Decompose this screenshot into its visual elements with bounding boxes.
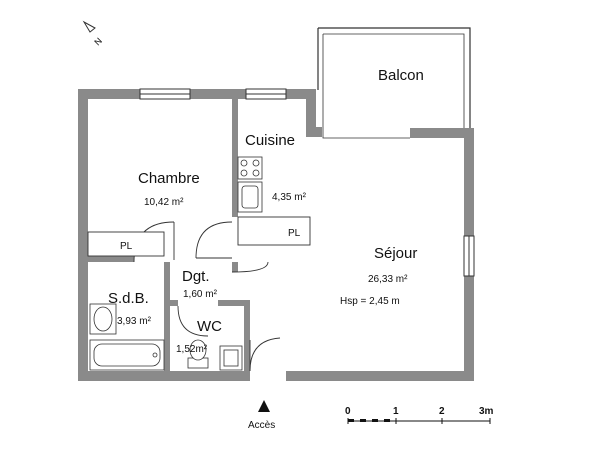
toilet-bowl [189, 339, 207, 361]
closet-chambre-label: PL [120, 241, 133, 252]
room-dgt-name: Dgt. [182, 268, 210, 285]
north-arrow: N [82, 20, 104, 48]
bathroom-fixtures [89, 303, 165, 371]
room-sejour-height: Hsp = 2,45 m [340, 296, 400, 307]
interior-walls [88, 99, 250, 371]
doors [133, 221, 281, 372]
room-balcon-name: Balcon [378, 67, 424, 84]
exterior-walls [78, 89, 474, 381]
room-cuisine-area: 4,35 m² [272, 192, 307, 203]
closet-sejour-label: PL [288, 228, 301, 239]
balcony [317, 27, 471, 139]
room-wc-area: 1,52m² [176, 344, 208, 355]
closet-chambre [87, 231, 165, 257]
room-sdb-area: 3,93 m² [117, 316, 152, 327]
room-cuisine-name: Cuisine [245, 132, 295, 149]
access-label: Accès [248, 420, 275, 431]
north-label: N [92, 36, 104, 48]
north-arrow-icon [82, 20, 96, 33]
room-sdb-name: S.d.B. [108, 290, 149, 307]
scale-bar: 0 1 2 3m [345, 406, 494, 424]
room-sejour-name: Séjour [374, 245, 417, 262]
room-sejour-area: 26,33 m² [368, 274, 408, 285]
wc-fixtures [187, 339, 243, 371]
room-dgt-area: 1,60 m² [183, 289, 218, 300]
windows [139, 88, 475, 277]
scale-tick-2: 2 [439, 406, 445, 417]
closets [87, 216, 311, 257]
access-arrow-icon [258, 400, 270, 412]
kitchen-fixtures [237, 156, 263, 213]
closet-sejour [237, 216, 311, 246]
scale-tick-0: 0 [345, 406, 351, 417]
room-wc-name: WC [197, 318, 222, 335]
room-chambre-area: 10,42 m² [144, 197, 184, 208]
scale-tick-3: 3m [479, 406, 494, 417]
access-marker: Accès [248, 400, 275, 431]
scale-tick-1: 1 [393, 406, 399, 417]
room-chambre-name: Chambre [138, 170, 200, 187]
cooktop [237, 156, 263, 180]
